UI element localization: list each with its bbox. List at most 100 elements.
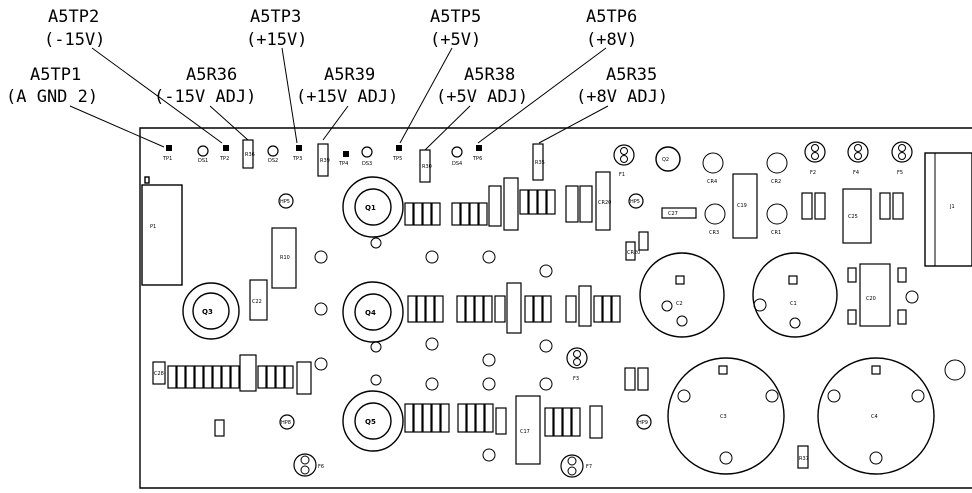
row2-part-16 — [611, 295, 621, 323]
c2-label: C2 — [676, 301, 683, 307]
fuse-f4-pin2 — [854, 152, 862, 160]
ds2-label: DS2 — [268, 158, 278, 164]
row3-part-4 — [431, 403, 441, 433]
center-holes — [370, 237, 553, 462]
row1-part-9 — [519, 189, 529, 215]
row-1-parts: CR20 — [404, 171, 611, 231]
center-hole-2 — [425, 250, 439, 264]
left-array-r8 — [230, 365, 240, 389]
left-array-r2 — [176, 365, 186, 389]
f2-label: F2 — [810, 170, 816, 176]
r35-label: R35 — [535, 160, 545, 166]
fuse-f7 — [560, 454, 584, 478]
c3-label: C3 — [720, 414, 727, 420]
board — [139, 127, 972, 489]
ds1-label: DS1 — [198, 158, 208, 164]
testpoint-tp1 — [166, 145, 172, 151]
label-a5tp6-name: A5TP6 — [586, 7, 637, 27]
hp8-label: HP8 — [281, 420, 291, 426]
row1-part-1 — [404, 202, 414, 226]
center-hole-7 — [482, 353, 496, 367]
testpoint-tp5 — [396, 145, 402, 151]
center-area: Q1 Q4 Q5 CR20 — [342, 171, 621, 478]
row1-part-8 — [478, 202, 488, 226]
diode-cr3 — [704, 203, 726, 225]
hole-left-3 — [314, 357, 328, 371]
cr2-label: CR2 — [771, 179, 781, 185]
left-resistor-array — [167, 354, 312, 395]
pot-r30 — [419, 149, 431, 183]
r10-label: CR20 — [598, 200, 611, 206]
cr4-label: CR4 — [707, 179, 717, 185]
label-a5r38-value: (+5V ADJ) — [436, 87, 528, 107]
fuse-f5-pin1 — [898, 144, 906, 152]
fuse-f1-pin1 — [620, 147, 628, 155]
q1-label: Q1 — [365, 204, 376, 212]
label-a5tp1-value: (A GND 2) — [6, 87, 98, 107]
center-hole-4 — [539, 264, 553, 278]
f1-label: F1 — [619, 172, 625, 178]
row2-part-5 — [456, 295, 466, 323]
testpoint-tp3 — [296, 145, 302, 151]
row1-cap-c10 — [579, 185, 593, 223]
cap-c18 — [249, 279, 268, 321]
left-array-r4 — [194, 365, 204, 389]
transistor-q2 — [655, 146, 681, 172]
leader-a5tp2 — [91, 47, 223, 144]
label-a5tp6-value: (+8V) — [586, 30, 637, 50]
label-a5r35-name: A5R35 — [606, 65, 657, 85]
left-array-r12 — [284, 365, 294, 389]
led-ds2 — [267, 145, 279, 157]
row2-cap-c7 — [578, 285, 592, 327]
transistor-q1-outline — [342, 176, 404, 238]
transistor-q5 — [354, 402, 392, 440]
bigcap-c4-hole3 — [869, 451, 883, 465]
fuse-f3-pin1 — [573, 350, 581, 358]
row2-part-7 — [474, 295, 484, 323]
tp3-label: TP3 — [292, 156, 302, 162]
resistor-r41 — [638, 231, 649, 251]
c27-label: C28 — [154, 371, 164, 377]
center-hole-5 — [370, 341, 382, 353]
fuse-f5-pin2 — [898, 152, 906, 160]
bigcap-c4-pin — [871, 365, 881, 375]
label-a5r35-value: (+8V ADJ) — [576, 87, 668, 107]
ds4-label: DS4 — [452, 161, 462, 167]
transistor-q1 — [354, 188, 392, 226]
row1-cap-c8 — [488, 185, 502, 227]
cr1-label: CR1 — [771, 230, 781, 236]
row1-part-11 — [537, 189, 547, 215]
row2-part-3 — [425, 295, 435, 323]
left-array-r6 — [212, 365, 222, 389]
row3-part-10 — [544, 407, 554, 437]
row1-part-5 — [451, 202, 461, 226]
right-edge-hole — [944, 359, 966, 381]
row1-part-7 — [469, 202, 479, 226]
row3-part-5 — [440, 403, 450, 433]
row3-part-11 — [553, 407, 563, 437]
f3-label: F3 — [573, 376, 579, 382]
c4-label: C4 — [871, 414, 878, 420]
cap-c17 — [515, 395, 541, 465]
bigcap-c3-pin — [718, 365, 728, 375]
transistor-q3 — [192, 292, 230, 330]
fuse-f2-pin1 — [811, 144, 819, 152]
leader-a5r39 — [322, 105, 349, 141]
label-a5tp2-name: A5TP2 — [48, 7, 99, 27]
tp5-label: TP5 — [392, 156, 402, 162]
left-area: P1 HP5 R10 Q3 C22 C28 — [141, 184, 328, 477]
cap-c23 — [842, 188, 872, 244]
testpoint-tp6 — [476, 145, 482, 151]
row2-part-1 — [407, 295, 417, 323]
transistor-q3-outline — [182, 282, 240, 340]
transistor-q5-outline — [342, 390, 404, 452]
led-ds4 — [451, 146, 463, 158]
fuse-f1-pin2 — [620, 155, 628, 163]
leader-a5tp3 — [281, 47, 298, 144]
label-a5tp3-value: (+15V) — [246, 30, 307, 50]
hole-left-2 — [314, 302, 328, 316]
left-array-r7 — [221, 365, 231, 389]
bigcap-c3-outline — [667, 357, 785, 475]
diode-cr2 — [766, 152, 788, 174]
label-a5tp3-name: A5TP3 — [250, 7, 301, 27]
